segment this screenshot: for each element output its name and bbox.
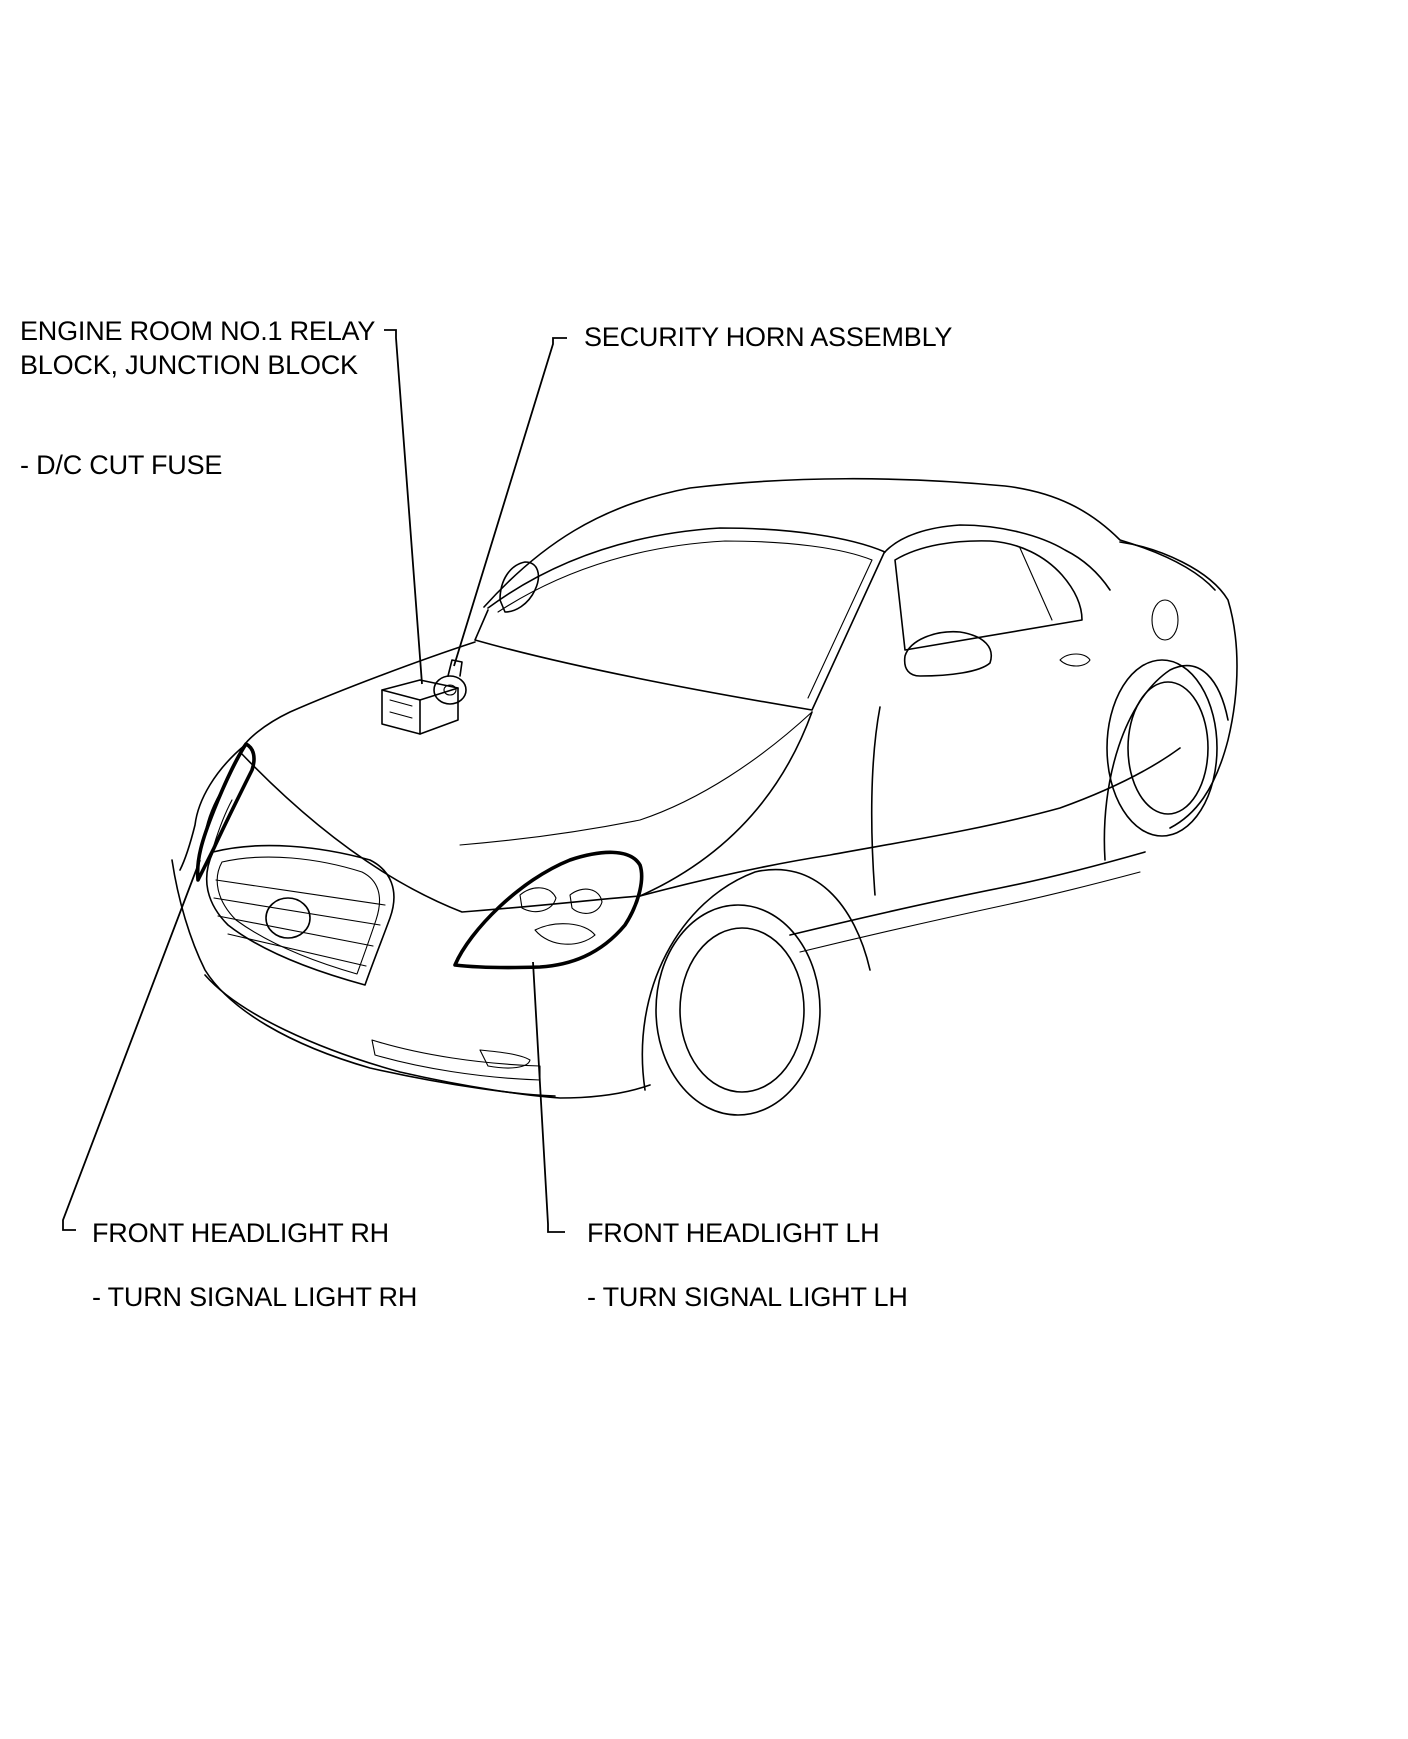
hood-crease [459, 711, 813, 846]
horn-center [443, 684, 457, 696]
car-body [171, 477, 1238, 1116]
leader-horn [453, 337, 567, 667]
horn-disc [433, 675, 467, 705]
grille-inner [216, 856, 380, 975]
a-pillar [883, 524, 1111, 591]
door-handle [1059, 653, 1091, 667]
fuel-cap [1151, 599, 1179, 641]
roof-outline [483, 477, 1216, 608]
headlight-lh-lens [519, 887, 603, 945]
side-window-divider [1019, 547, 1053, 621]
headlight-lh-outline [453, 850, 644, 970]
horn-bracket [447, 659, 463, 677]
grille-outer [205, 844, 395, 986]
horn-icon [433, 659, 467, 705]
front-wheel-arch [641, 868, 871, 1091]
leader-headlight-rh [62, 859, 201, 1231]
relay-block-icon [381, 679, 459, 735]
front-wheel-tire [655, 904, 821, 1116]
label-headlight-lh-sub: - TURN SIGNAL LIGHT LH [587, 1282, 908, 1312]
leader-headlight-lh [532, 961, 565, 1233]
side-crease [639, 747, 1181, 897]
mirror-right [903, 630, 992, 677]
label-headlight-lh: FRONT HEADLIGHT LH [587, 1218, 880, 1248]
hood [239, 641, 813, 913]
rear-wheel-rim [1127, 681, 1209, 815]
door-line [870, 706, 881, 896]
label-headlight-rh-sub: - TURN SIGNAL LIGHT RH [92, 1282, 418, 1312]
label-relay-block-line1: ENGINE ROOM NO.1 RELAY [20, 316, 376, 346]
leader-relay-block [384, 329, 423, 685]
grille-emblem [265, 897, 311, 939]
mirror-left [499, 561, 540, 613]
headlight-lh-shape [453, 850, 644, 970]
label-relay-block-line2: BLOCK, JUNCTION BLOCK [20, 350, 358, 380]
headlight-rh-outline [195, 742, 256, 882]
rear-wheel-tire [1106, 659, 1218, 837]
front-wheel-rim [679, 927, 805, 1093]
label-horn: SECURITY HORN ASSEMBLY [584, 322, 953, 352]
headlight-rh-lens [205, 779, 233, 846]
rear-quarter [1119, 541, 1238, 829]
grille-bars [213, 879, 386, 967]
front-bumper-lower [204, 974, 651, 1099]
windshield-top [487, 527, 886, 609]
fog-light [479, 1049, 531, 1069]
label-headlight-rh: FRONT HEADLIGHT RH [92, 1218, 389, 1248]
side-window [894, 540, 1083, 651]
windshield-inner [497, 540, 873, 699]
rocker-panel-lower [799, 871, 1141, 953]
relay-block-detail [389, 699, 413, 719]
front-fender-left [179, 744, 246, 871]
windshield-bottom [474, 552, 885, 711]
rear-wheel-arch [1103, 664, 1229, 861]
headlight-rh-shape [195, 742, 256, 882]
rocker-panel [789, 851, 1146, 936]
label-relay-block-sub: - D/C CUT FUSE [20, 450, 223, 480]
relay-block-top [381, 679, 459, 701]
